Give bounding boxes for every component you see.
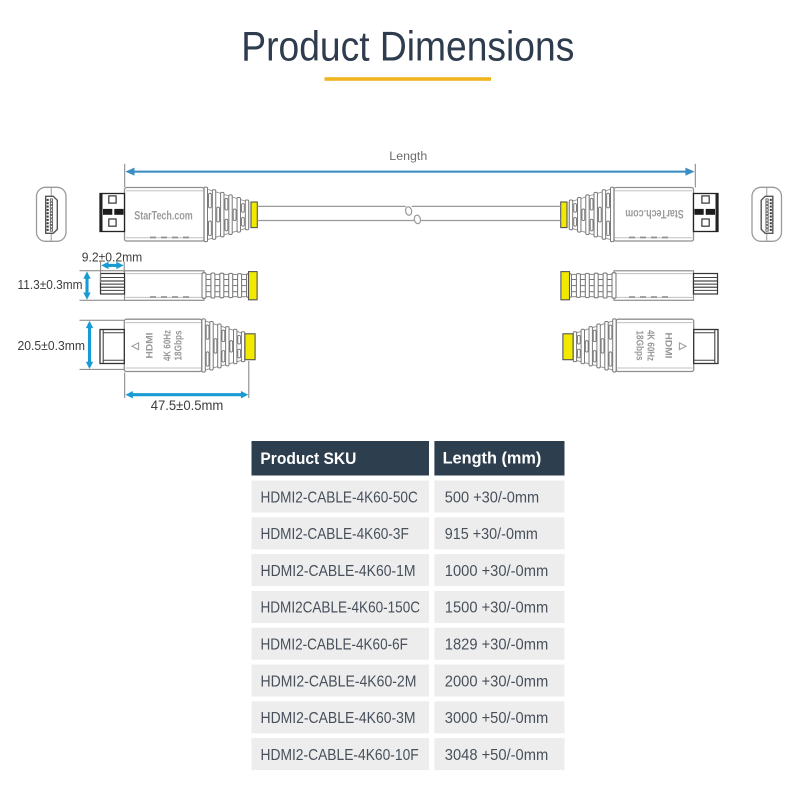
svg-text:StarTech.com: StarTech.com — [134, 209, 193, 223]
svg-text:HDMI2-CABLE-4K60-3M: HDMI2-CABLE-4K60-3M — [261, 710, 416, 727]
svg-text:915 +30/-0mm: 915 +30/-0mm — [445, 526, 538, 543]
svg-text:Product Dimensions: Product Dimensions — [241, 23, 574, 70]
svg-text:HDMI2CABLE-4K60-150C: HDMI2CABLE-4K60-150C — [261, 600, 421, 617]
svg-text:StarTech.com: StarTech.com — [625, 207, 684, 221]
svg-text:3000 +50/-0mm: 3000 +50/-0mm — [445, 710, 548, 727]
svg-text:1000 +30/-0mm: 1000 +30/-0mm — [445, 563, 548, 580]
svg-text:1829 +30/-0mm: 1829 +30/-0mm — [445, 637, 548, 654]
svg-text:500 +30/-0mm: 500 +30/-0mm — [445, 489, 539, 506]
svg-text:Product SKU: Product SKU — [260, 450, 356, 468]
svg-text:Length: Length — [389, 151, 427, 163]
svg-text:18Gbps: 18Gbps — [173, 330, 185, 360]
svg-text:HDMI2-CABLE-4K60-2M: HDMI2-CABLE-4K60-2M — [261, 673, 417, 690]
svg-text:Length (mm): Length (mm) — [443, 450, 542, 468]
svg-text:18Gbps: 18Gbps — [634, 331, 646, 361]
svg-text:11.3±0.3mm: 11.3±0.3mm — [18, 277, 83, 292]
svg-text:HDMI2-CABLE-4K60-10F: HDMI2-CABLE-4K60-10F — [261, 747, 419, 764]
svg-text:HDMI2-CABLE-4K60-3F: HDMI2-CABLE-4K60-3F — [261, 526, 409, 543]
svg-text:HDMI: HDMI — [663, 333, 674, 359]
svg-text:2000 +30/-0mm: 2000 +30/-0mm — [445, 673, 548, 690]
svg-text:HDMI2-CABLE-4K60-50C: HDMI2-CABLE-4K60-50C — [261, 489, 418, 506]
svg-text:47.5±0.5mm: 47.5±0.5mm — [151, 398, 224, 413]
svg-text:4K 60Hz: 4K 60Hz — [162, 330, 174, 361]
svg-text:1500 +30/-0mm: 1500 +30/-0mm — [445, 600, 548, 617]
svg-text:3048 +50/-0mm: 3048 +50/-0mm — [445, 747, 548, 764]
svg-text:HDMI: HDMI — [145, 333, 156, 359]
svg-text:9.2±0.2mm: 9.2±0.2mm — [82, 249, 143, 264]
svg-text:4K 60Hz: 4K 60Hz — [645, 330, 657, 361]
svg-text:20.5±0.3mm: 20.5±0.3mm — [18, 338, 86, 353]
svg-text:HDMI2-CABLE-4K60-6F: HDMI2-CABLE-4K60-6F — [261, 637, 409, 654]
svg-text:HDMI2-CABLE-4K60-1M: HDMI2-CABLE-4K60-1M — [261, 563, 416, 580]
